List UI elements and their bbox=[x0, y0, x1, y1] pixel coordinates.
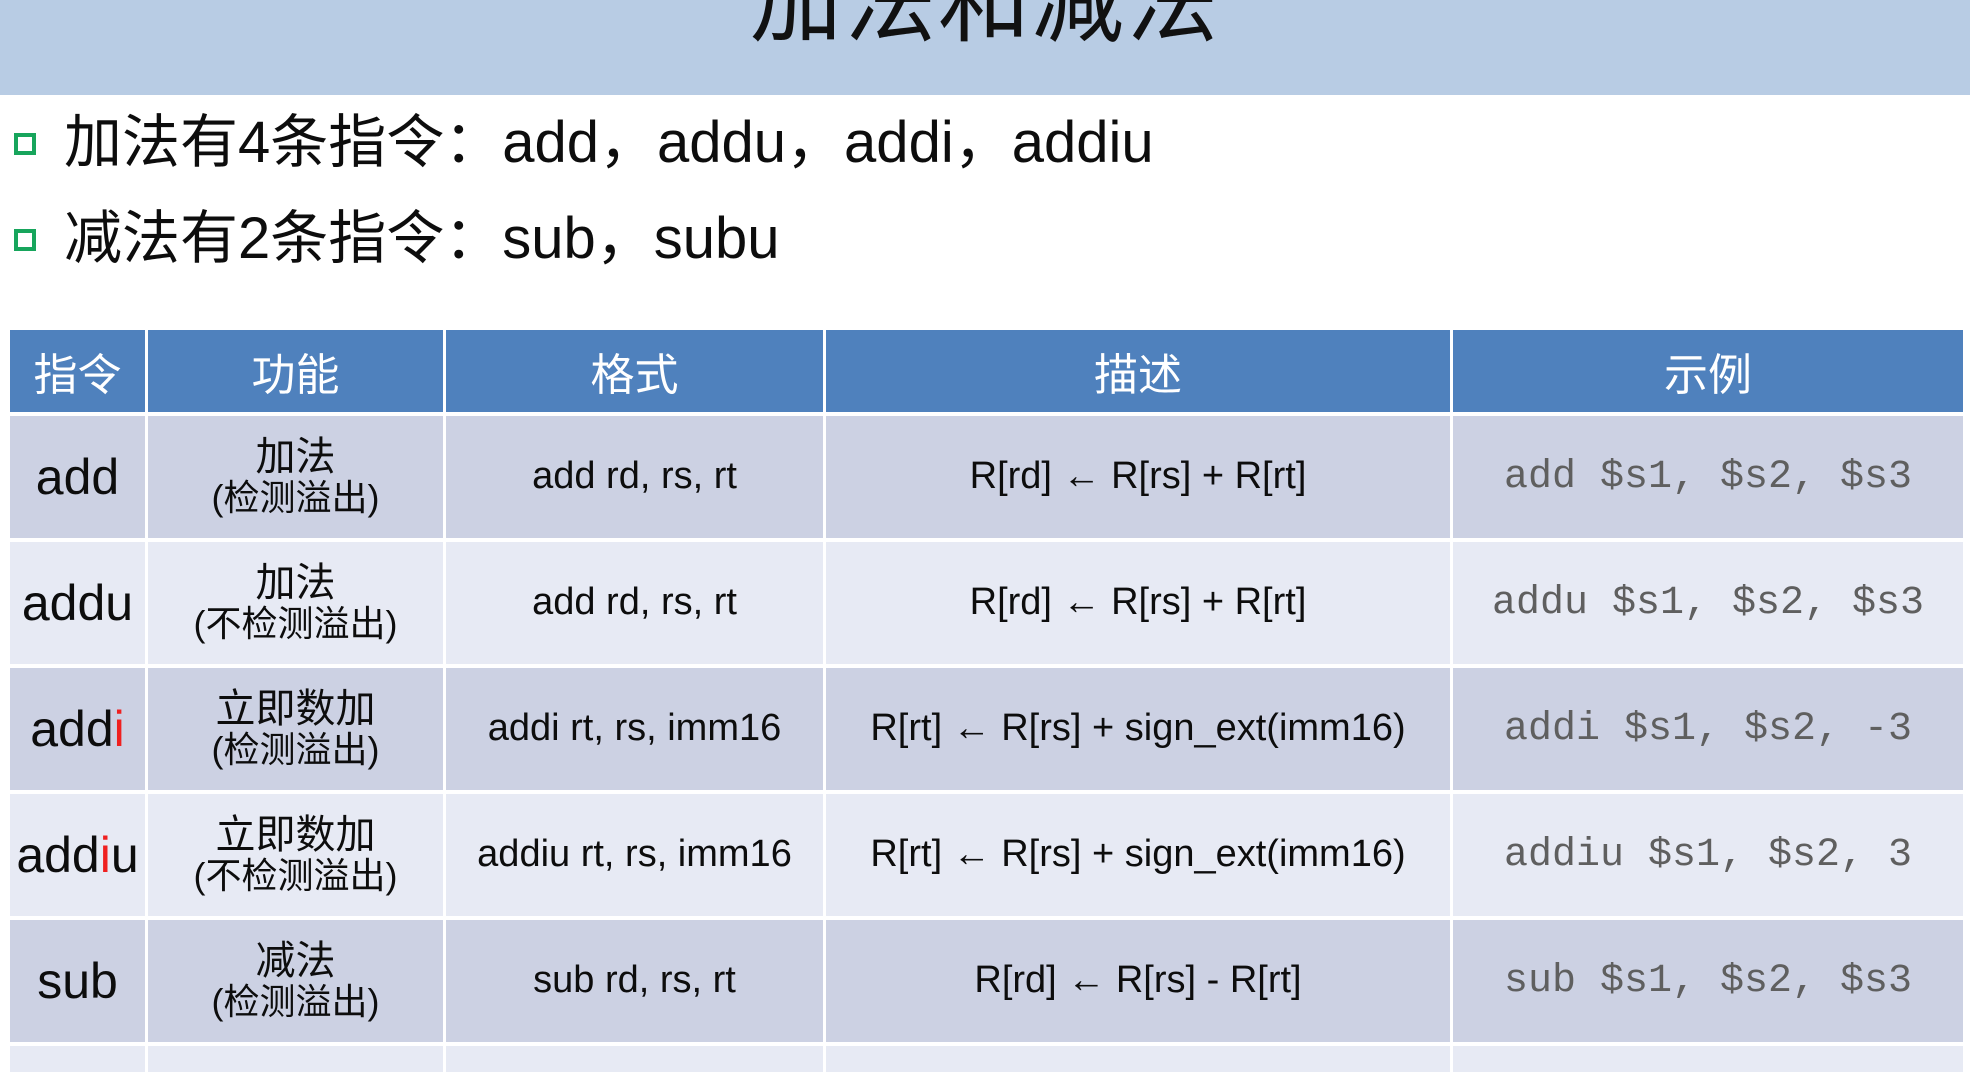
cell-example: sub $s1, $s2, $s3 bbox=[1453, 920, 1963, 1046]
cell-description bbox=[826, 1046, 1453, 1076]
cell-instruction: addu bbox=[10, 542, 148, 668]
instruction-table: 指令 功能 格式 描述 示例 add 加法(检测溢出) add rd, rs, … bbox=[10, 330, 1963, 1076]
table-row: addiu 立即数加(不检测溢出) addiu rt, rs, imm16 R[… bbox=[10, 794, 1963, 920]
table-row bbox=[10, 1046, 1963, 1076]
cell-instruction: addiu bbox=[10, 794, 148, 920]
cell-function bbox=[148, 1046, 446, 1076]
column-header-description: 描述 bbox=[826, 330, 1453, 416]
cell-description: R[rd] ← R[rs] + R[rt] bbox=[826, 416, 1453, 542]
hollow-square-bullet-icon bbox=[8, 224, 64, 254]
cell-format: add rd, rs, rt bbox=[446, 542, 826, 668]
column-header-example: 示例 bbox=[1453, 330, 1963, 416]
cell-format: addi rt, rs, imm16 bbox=[446, 668, 826, 794]
column-header-function: 功能 bbox=[148, 330, 446, 416]
table-header-row: 指令 功能 格式 描述 示例 bbox=[10, 330, 1963, 416]
cell-function: 加法(不检测溢出) bbox=[148, 542, 446, 668]
hollow-square-bullet-icon bbox=[8, 128, 64, 158]
cell-instruction: addi bbox=[10, 668, 148, 794]
cell-format bbox=[446, 1046, 826, 1076]
cell-function: 加法(检测溢出) bbox=[148, 416, 446, 542]
table-row: addi 立即数加(检测溢出) addi rt, rs, imm16 R[rt]… bbox=[10, 668, 1963, 794]
table-row: add 加法(检测溢出) add rd, rs, rt R[rd] ← R[rs… bbox=[10, 416, 1963, 542]
cell-function: 减法(检测溢出) bbox=[148, 920, 446, 1046]
cell-instruction: add bbox=[10, 416, 148, 542]
slide-title-band: 加法和减法 bbox=[0, 0, 1970, 95]
cell-instruction bbox=[10, 1046, 148, 1076]
cell-example bbox=[1453, 1046, 1963, 1076]
cell-example: addiu $s1, $s2, 3 bbox=[1453, 794, 1963, 920]
cell-description: R[rt] ← R[rs] + sign_ext(imm16) bbox=[826, 794, 1453, 920]
cell-description: R[rd] ← R[rs] + R[rt] bbox=[826, 542, 1453, 668]
bullet-text: 加法有4条指令：add，addu，addi，addiu bbox=[64, 110, 1154, 175]
bullet-text: 减法有2条指令：sub，subu bbox=[64, 206, 780, 271]
table-row: addu 加法(不检测溢出) add rd, rs, rt R[rd] ← R[… bbox=[10, 542, 1963, 668]
list-item: 加法有4条指令：add，addu，addi，addiu bbox=[0, 95, 1970, 191]
cell-format: add rd, rs, rt bbox=[446, 416, 826, 542]
page-title: 加法和减法 bbox=[749, 0, 1220, 54]
cell-example: addi $s1, $s2, -3 bbox=[1453, 668, 1963, 794]
cell-function: 立即数加(不检测溢出) bbox=[148, 794, 446, 920]
table-row: sub 减法(检测溢出) sub rd, rs, rt R[rd] ← R[rs… bbox=[10, 920, 1963, 1046]
cell-function: 立即数加(检测溢出) bbox=[148, 668, 446, 794]
cell-format: sub rd, rs, rt bbox=[446, 920, 826, 1046]
cell-example: addu $s1, $s2, $s3 bbox=[1453, 542, 1963, 668]
bullet-list: 加法有4条指令：add，addu，addi，addiu 减法有2条指令：sub，… bbox=[0, 95, 1970, 287]
cell-instruction: sub bbox=[10, 920, 148, 1046]
column-header-instruction: 指令 bbox=[10, 330, 148, 416]
cell-format: addiu rt, rs, imm16 bbox=[446, 794, 826, 920]
column-header-format: 格式 bbox=[446, 330, 826, 416]
cell-description: R[rt] ← R[rs] + sign_ext(imm16) bbox=[826, 668, 1453, 794]
cell-description: R[rd] ← R[rs] - R[rt] bbox=[826, 920, 1453, 1046]
list-item: 减法有2条指令：sub，subu bbox=[0, 191, 1970, 287]
cell-example: add $s1, $s2, $s3 bbox=[1453, 416, 1963, 542]
